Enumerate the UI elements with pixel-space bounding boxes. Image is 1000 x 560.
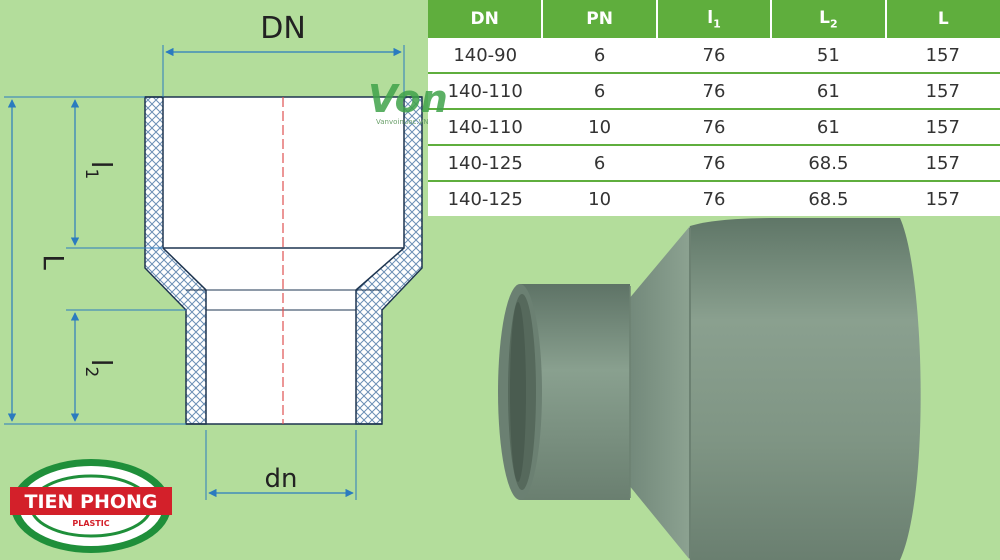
brand-subtitle: PLASTIC xyxy=(72,519,109,528)
col-header: L2 xyxy=(771,0,887,38)
table-cell: 157 xyxy=(885,72,1000,109)
table-cell: 157 xyxy=(885,108,1000,145)
table-cell: 6 xyxy=(542,144,657,181)
table-row: 140-110 6 76 61 157 xyxy=(428,72,1000,109)
table-cell: 68.5 xyxy=(771,180,886,216)
table-cell: 140-125 xyxy=(428,180,543,216)
table-cell: 157 xyxy=(885,144,1000,181)
table-row: 140-125 6 76 68.5 157 xyxy=(428,144,1000,181)
table-row: 140-90 6 76 51 157 xyxy=(428,38,1000,73)
table-cell: 10 xyxy=(542,108,657,145)
table-cell: 51 xyxy=(771,38,886,73)
label-DN: DN xyxy=(260,11,306,46)
table-cell: 157 xyxy=(885,180,1000,216)
table-cell: 76 xyxy=(656,108,772,145)
col-header: L xyxy=(885,0,1000,38)
table-row: 140-125 10 76 68.5 157 xyxy=(428,180,1000,216)
svg-text:Vanvoinuoc.VN: Vanvoinuoc.VN xyxy=(376,118,429,126)
label-l2: l2 xyxy=(81,359,118,378)
brand-name: TIEN PHONG xyxy=(25,491,158,513)
svg-text:Von: Von xyxy=(368,78,448,121)
label-L: L xyxy=(37,254,70,270)
table-header-row: DN PN l1 L2 L xyxy=(428,0,1000,38)
table-cell: 6 xyxy=(542,38,657,73)
label-l1: l1 xyxy=(81,161,118,180)
reducer-technical-drawing: DN dn L l1 l2 xyxy=(4,11,423,500)
table-row: 140-110 10 76 61 157 xyxy=(428,108,1000,145)
tien-phong-logo: TIEN PHONG PLASTIC xyxy=(10,459,172,553)
table-cell: 6 xyxy=(542,72,657,109)
spec-table: DN PN l1 L2 L 140-90 6 76 51 157 140-110… xyxy=(428,0,1000,216)
table-cell: 140-90 xyxy=(428,38,543,73)
table-cell: 76 xyxy=(656,38,772,73)
table-cell: 10 xyxy=(542,180,657,216)
table-cell: 76 xyxy=(656,72,772,109)
table-cell: 140-125 xyxy=(428,144,543,181)
table-cell: 76 xyxy=(656,180,772,216)
table-cell: 157 xyxy=(885,38,1000,73)
table-cell: 76 xyxy=(656,144,772,181)
table-cell: 61 xyxy=(771,72,886,109)
table-cell: 61 xyxy=(771,108,886,145)
col-header: DN xyxy=(428,0,544,38)
col-header: PN xyxy=(542,0,658,38)
label-dn: dn xyxy=(265,464,298,494)
table-cell: 140-110 xyxy=(428,108,543,145)
table-cell: 68.5 xyxy=(771,144,886,181)
col-header: l1 xyxy=(656,0,773,38)
table-cell: 140-110 xyxy=(428,72,543,109)
watermark-logo: Von Vanvoinuoc.VN xyxy=(368,78,448,126)
reducer-product-photo xyxy=(498,218,921,560)
